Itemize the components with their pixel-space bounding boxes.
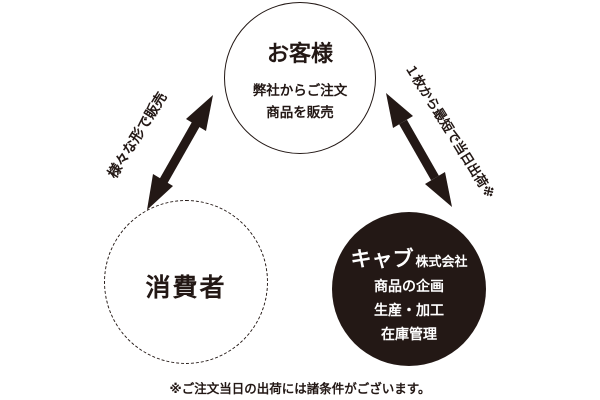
- customer-desc-line1: 弊社からご注文: [252, 83, 348, 99]
- company-role-line2: 生産・加工: [374, 303, 444, 319]
- customer-node: お客様 弊社からご注文 商品を販売: [224, 2, 376, 154]
- company-role-line1: 商品の企画: [374, 279, 444, 295]
- company-node: キャブ株式会社 商品の企画 生産・加工 在庫管理: [332, 212, 486, 366]
- left-double-arrow: [147, 95, 213, 210]
- consumer-title: 消費者: [145, 273, 227, 302]
- customer-desc-line2: 商品を販売: [266, 105, 334, 121]
- company-suffix: 株式会社: [415, 255, 468, 270]
- footnote: ※ご注文当日の出荷には諸条件がございます。: [169, 381, 431, 396]
- right-double-arrow: [386, 93, 452, 207]
- company-role-line3: 在庫管理: [381, 327, 437, 343]
- company-name: キャブ: [350, 247, 414, 271]
- company-title: キャブ株式会社: [332, 243, 486, 273]
- consumer-node: 消費者: [104, 200, 268, 364]
- customer-title: お客様: [266, 42, 333, 67]
